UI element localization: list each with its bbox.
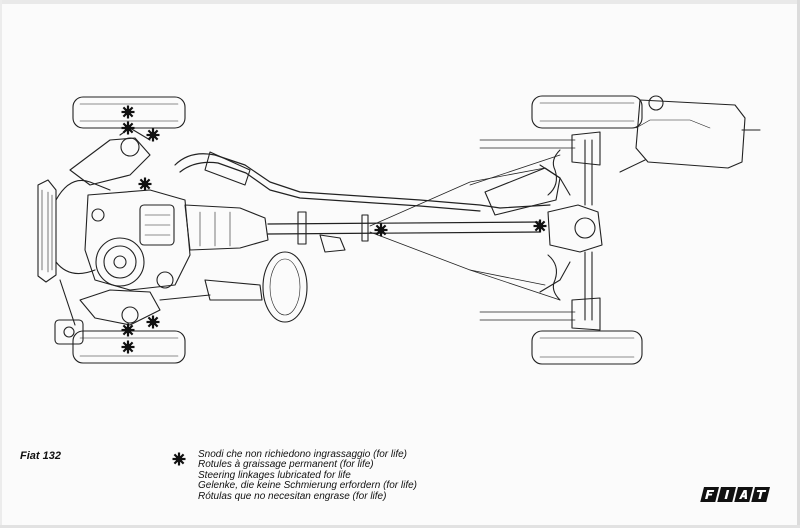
asterisk-icon <box>172 452 186 466</box>
differential <box>547 204 603 253</box>
scan-edge-top <box>0 0 800 4</box>
rear-right-wheel <box>531 330 643 365</box>
legend-line-german: Gelenke, die keine Schmierung erfordern … <box>198 480 417 492</box>
engine-block <box>84 189 191 291</box>
steering-wheel <box>262 251 308 323</box>
scan-edge-bottom <box>0 525 800 528</box>
rear-silencer <box>484 167 561 216</box>
scan-edge-right <box>797 0 800 528</box>
legend-line-french: Rotules à graissage permanent (for life) <box>198 459 374 471</box>
model-caption: Fiat 132 <box>20 450 61 462</box>
gearbox <box>184 204 269 251</box>
legend-line-italian: Snodi che non richiedono ingrassaggio (f… <box>198 449 408 460</box>
front-right-brake <box>54 319 84 345</box>
rear-axle <box>584 139 593 321</box>
legend-line-english: Steering linkages lubricated for life <box>198 469 351 481</box>
joint-markers <box>120 104 548 355</box>
fuel-tank <box>635 99 746 169</box>
propeller-shaft <box>267 221 541 235</box>
radiator <box>37 179 57 283</box>
rear-left-wheel <box>531 95 643 129</box>
fiat-logo <box>700 487 770 502</box>
chassis-line-drawing <box>37 95 761 365</box>
exhaust-pipe <box>174 153 551 209</box>
legend-line-spanish: Rótulas que no necesitan engrase (for li… <box>198 490 387 502</box>
legend-text: Snodi che non richiedono ingrassaggio (f… <box>198 449 417 502</box>
scan-edge-left <box>0 0 2 528</box>
